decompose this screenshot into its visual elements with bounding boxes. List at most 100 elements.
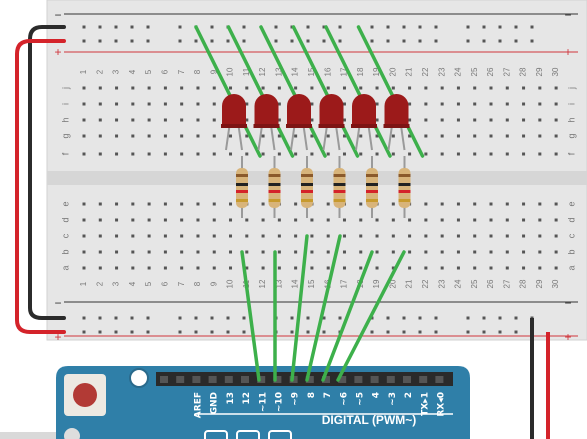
header-pin[interactable] (257, 376, 266, 383)
terminal-hole[interactable] (538, 234, 542, 238)
terminal-hole[interactable] (554, 134, 558, 138)
terminal-hole[interactable] (310, 134, 314, 138)
terminal-hole[interactable] (440, 118, 444, 122)
led-3[interactable] (286, 94, 312, 151)
rail-hole[interactable] (178, 25, 182, 29)
terminal-hole[interactable] (115, 202, 119, 206)
terminal-hole[interactable] (180, 134, 184, 138)
arduino-jumper-wires[interactable] (240, 234, 406, 382)
terminal-hole[interactable] (147, 250, 151, 254)
resistor-6[interactable] (398, 156, 411, 218)
terminal-hole[interactable] (229, 152, 233, 156)
terminal-hole[interactable] (326, 250, 330, 254)
rail-hole[interactable] (434, 25, 438, 29)
terminal-hole[interactable] (277, 134, 281, 138)
terminal-hole[interactable] (310, 118, 314, 122)
terminal-hole[interactable] (391, 218, 395, 222)
rail-hole[interactable] (130, 330, 134, 334)
terminal-hole[interactable] (375, 118, 379, 122)
led-jumper-wire-6[interactable] (356, 25, 425, 158)
terminal-hole[interactable] (196, 152, 200, 156)
rail-hole[interactable] (306, 330, 310, 334)
terminal-hole[interactable] (473, 234, 477, 238)
header-pin[interactable] (322, 376, 330, 383)
terminal-hole[interactable] (342, 234, 346, 238)
terminal-hole[interactable] (82, 266, 86, 270)
terminal-hole[interactable] (147, 202, 151, 206)
terminal-hole[interactable] (277, 250, 281, 254)
terminal-hole[interactable] (82, 152, 86, 156)
terminal-hole[interactable] (489, 86, 493, 90)
terminal-hole[interactable] (147, 118, 151, 122)
terminal-hole[interactable] (522, 266, 526, 270)
rail-hole[interactable] (306, 316, 310, 320)
rail-hole[interactable] (98, 25, 102, 29)
terminal-hole[interactable] (180, 152, 184, 156)
rail-hole[interactable] (386, 39, 390, 43)
terminal-hole[interactable] (245, 134, 249, 138)
terminal-hole[interactable] (391, 266, 395, 270)
terminal-hole[interactable] (261, 234, 265, 238)
terminal-hole[interactable] (326, 218, 330, 222)
terminal-hole[interactable] (522, 86, 526, 90)
terminal-hole[interactable] (326, 152, 330, 156)
header-pin[interactable] (305, 376, 314, 383)
terminal-hole[interactable] (375, 250, 379, 254)
rail-hole[interactable] (178, 39, 182, 43)
terminal-hole[interactable] (554, 266, 558, 270)
rail-hole[interactable] (514, 316, 518, 320)
rail-hole[interactable] (114, 330, 118, 334)
terminal-hole[interactable] (147, 234, 151, 238)
rail-hole[interactable] (82, 25, 86, 29)
terminal-hole[interactable] (294, 152, 298, 156)
terminal-hole[interactable] (440, 102, 444, 106)
terminal-hole[interactable] (326, 202, 330, 206)
rail-hole[interactable] (434, 39, 438, 43)
terminal-hole[interactable] (408, 102, 412, 106)
rail-hole[interactable] (418, 25, 422, 29)
arduino-jumper-wire-5[interactable] (321, 250, 374, 382)
led-4[interactable] (318, 94, 345, 151)
terminal-hole[interactable] (489, 134, 493, 138)
terminal-hole[interactable] (489, 118, 493, 122)
terminal-hole[interactable] (424, 134, 428, 138)
terminal-hole[interactable] (310, 86, 314, 90)
rail-hole[interactable] (194, 330, 198, 334)
terminal-hole[interactable] (196, 86, 200, 90)
rail-hole[interactable] (402, 25, 406, 29)
header-pin[interactable] (241, 376, 249, 383)
terminal-hole[interactable] (391, 134, 395, 138)
terminal-hole[interactable] (261, 218, 265, 222)
terminal-hole[interactable] (196, 118, 200, 122)
terminal-hole[interactable] (326, 266, 330, 270)
rail-hole[interactable] (146, 316, 150, 320)
resistor-5[interactable] (366, 156, 378, 218)
rail-hole[interactable] (210, 25, 214, 29)
led-6[interactable] (383, 94, 410, 151)
terminal-hole[interactable] (440, 202, 444, 206)
terminal-hole[interactable] (131, 218, 135, 222)
terminal-hole[interactable] (98, 152, 102, 156)
terminal-hole[interactable] (310, 152, 314, 156)
terminal-hole[interactable] (98, 218, 102, 222)
terminal-hole[interactable] (505, 218, 509, 222)
terminal-hole[interactable] (294, 202, 298, 206)
terminal-hole[interactable] (505, 234, 509, 238)
terminal-hole[interactable] (473, 118, 477, 122)
terminal-hole[interactable] (82, 202, 86, 206)
terminal-hole[interactable] (82, 250, 86, 254)
terminal-hole[interactable] (538, 102, 542, 106)
terminal-hole[interactable] (489, 202, 493, 206)
header-pin[interactable] (354, 376, 363, 383)
arduino-jumper-wire-1[interactable] (240, 250, 261, 382)
terminal-hole[interactable] (277, 102, 281, 106)
terminal-hole[interactable] (245, 234, 249, 238)
header-pin[interactable] (419, 376, 428, 383)
terminal-hole[interactable] (408, 250, 412, 254)
terminal-hole[interactable] (522, 118, 526, 122)
rail-hole[interactable] (498, 39, 502, 43)
terminal-hole[interactable] (456, 202, 460, 206)
terminal-hole[interactable] (212, 102, 216, 106)
rail-hole[interactable] (498, 25, 502, 29)
terminal-hole[interactable] (522, 202, 526, 206)
